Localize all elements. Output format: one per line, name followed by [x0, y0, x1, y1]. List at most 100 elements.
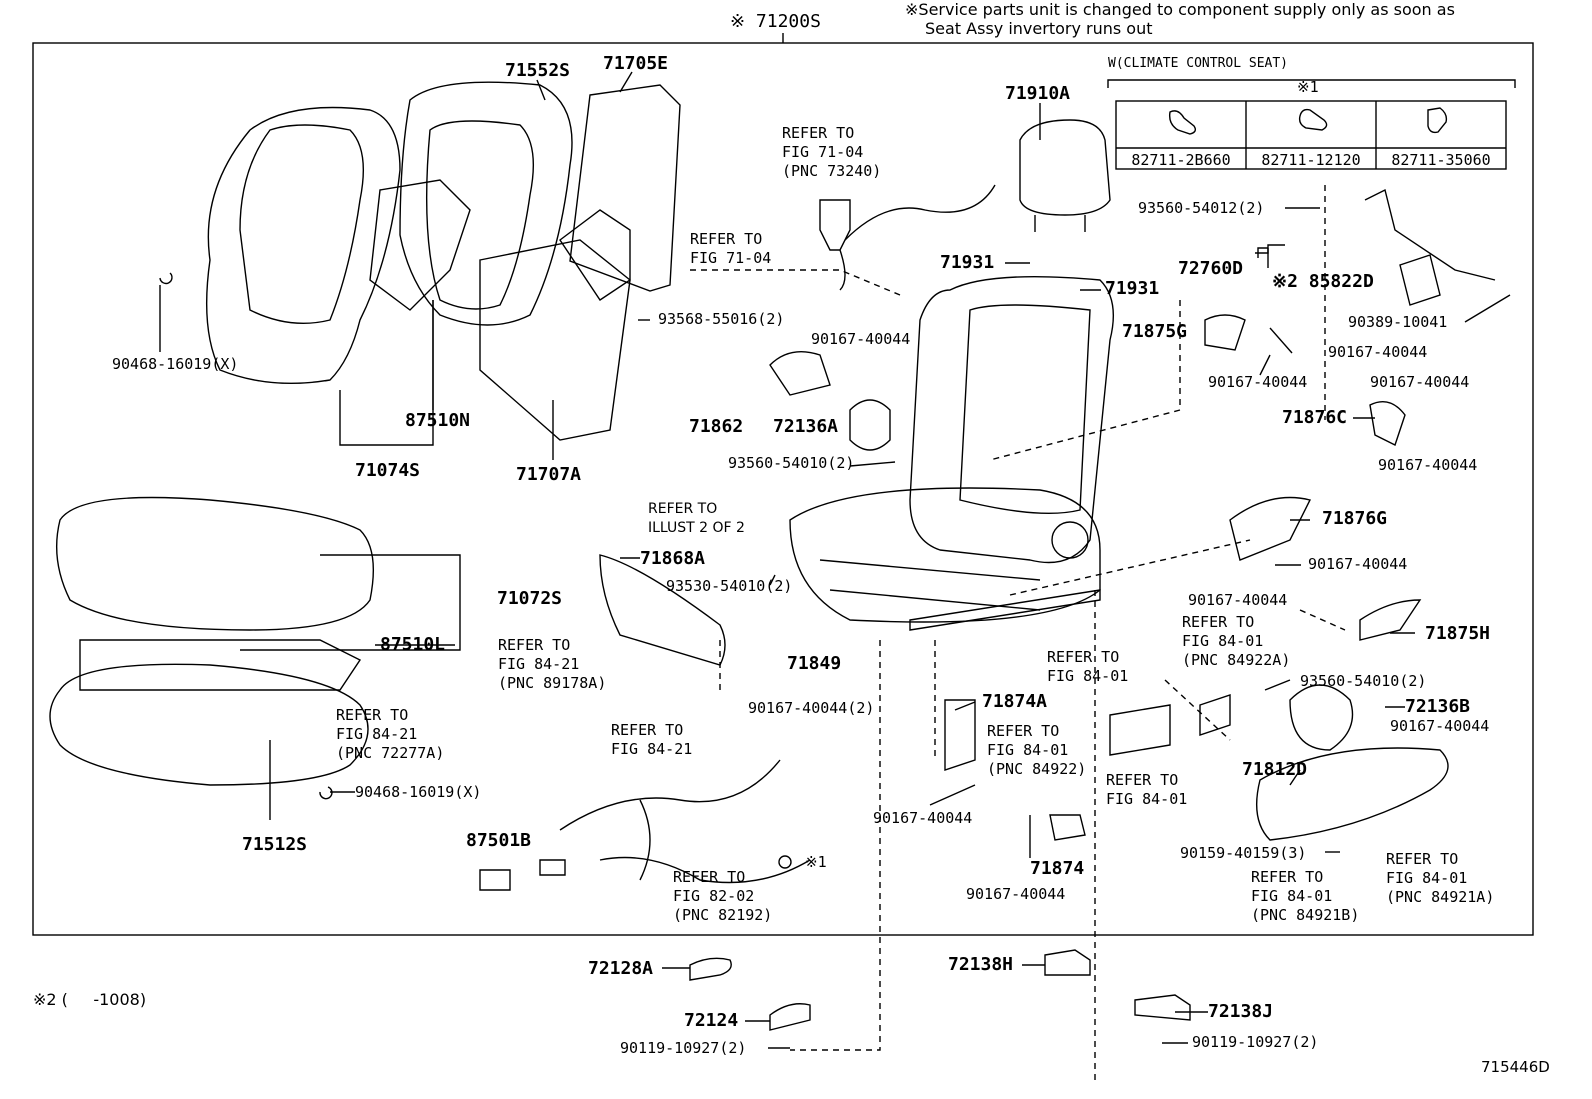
- part-90159-40159[interactable]: 90159-40159(3): [1180, 844, 1307, 862]
- part-71875H[interactable]: 71875H: [1425, 623, 1491, 644]
- part-90167-40044-g[interactable]: 90167-40044: [1188, 591, 1288, 609]
- part-71931-lower[interactable]: 71931: [1105, 278, 1160, 299]
- service-notice-line2: Seat Assy invertory runs out: [925, 19, 1153, 38]
- part-90167-40044-d[interactable]: 90167-40044: [1378, 456, 1478, 474]
- part-87501B: [479, 859, 566, 891]
- seat-frame-drawing: [789, 275, 1115, 631]
- refer-fig-84-21[interactable]: REFER TO FIG 84-21: [611, 721, 693, 758]
- part-90167-40044-c[interactable]: 90167-40044: [1370, 373, 1470, 391]
- part-93568-55016[interactable]: 93568-55016(2): [658, 310, 785, 328]
- part-71849[interactable]: 71849: [787, 653, 842, 674]
- part-72128A[interactable]: 72128A: [588, 958, 654, 979]
- part-71874[interactable]: 71874: [1030, 858, 1085, 879]
- bezel-72136A: [849, 399, 891, 451]
- service-notice-line1: ※Service parts unit is changed to compon…: [905, 0, 1455, 19]
- part-93530-54010[interactable]: 93530-54010(2): [666, 577, 793, 595]
- refer-fig-84-01-pnc84921a[interactable]: REFER TO FIG 84-01 (PNC 84921A): [1386, 850, 1495, 906]
- bracket-72760D: [1257, 247, 1269, 268]
- refer-fig-84-21-pnc72277a[interactable]: REFER TO FIG 84-21 (PNC 72277A): [336, 706, 445, 762]
- part-90389-10041[interactable]: 90389-10041: [1348, 313, 1448, 331]
- part-71875G[interactable]: 71875G: [1122, 321, 1188, 342]
- part-71074S[interactable]: 71074S: [355, 460, 421, 481]
- part-90167-40044-i[interactable]: 90167-40044: [1390, 717, 1490, 735]
- part-71862: [769, 351, 831, 396]
- lever-71812D: [1255, 747, 1449, 841]
- part-71552S[interactable]: 71552S: [505, 60, 571, 81]
- part-71875G: [1204, 314, 1246, 351]
- climate-table: [1107, 79, 1516, 170]
- part-71812D[interactable]: 71812D: [1242, 759, 1308, 780]
- part-93560-54010-b[interactable]: 93560-54010(2): [1300, 672, 1427, 690]
- part-87501B[interactable]: 87501B: [466, 830, 532, 851]
- part-71868A[interactable]: 71868A: [640, 548, 706, 569]
- part-85822D: [1399, 254, 1441, 306]
- part-72136B[interactable]: 72136B: [1405, 696, 1471, 717]
- part-90167-40044-j[interactable]: 90167-40044: [873, 809, 973, 827]
- refer-fig-84-01-pnc84922[interactable]: REFER TO FIG 84-01 (PNC 84922): [987, 722, 1087, 778]
- climate-part-3[interactable]: 82711-35060: [1391, 151, 1491, 169]
- refer-fig-84-01-b[interactable]: REFER TO FIG 84-01: [1106, 771, 1188, 808]
- refer-fig-71-04[interactable]: REFER TO FIG 71-04: [690, 230, 772, 267]
- figure-id: 715446D: [1481, 1058, 1550, 1076]
- assembly-number: ※ 71200S: [730, 11, 821, 32]
- part-72138H[interactable]: 72138H: [948, 954, 1014, 975]
- headrest-drawing: [1019, 119, 1111, 216]
- part-71707A[interactable]: 71707A: [516, 464, 582, 485]
- part-85822D[interactable]: ※2 85822D: [1272, 271, 1374, 292]
- side-cover-71868A: [599, 554, 726, 666]
- part-90468-16019-top[interactable]: 90468-16019(X): [112, 355, 239, 373]
- part-71862[interactable]: 71862: [689, 416, 744, 437]
- part-71705E[interactable]: 71705E: [603, 53, 669, 74]
- part-90167-40044-f[interactable]: 90167-40044: [1308, 555, 1408, 573]
- part-71931-upper[interactable]: 71931: [940, 252, 995, 273]
- part-71910A[interactable]: 71910A: [1005, 83, 1071, 104]
- part-71876C[interactable]: 71876C: [1282, 407, 1348, 428]
- part-71874: [1049, 814, 1086, 841]
- part-90119-10927-b[interactable]: 90119-10927(2): [1192, 1033, 1319, 1051]
- climate-mark: ※1: [1297, 78, 1319, 96]
- part-71072S[interactable]: 71072S: [497, 588, 563, 609]
- wire-harness: [559, 759, 811, 884]
- part-71876G: [1229, 496, 1312, 561]
- part-90167-40044-2[interactable]: 90167-40044(2): [748, 699, 875, 717]
- part-90119-10927-a[interactable]: 90119-10927(2): [620, 1039, 747, 1057]
- part-90468-16019-bottom[interactable]: 90468-16019(X): [355, 783, 482, 801]
- part-72138J[interactable]: 72138J: [1208, 1001, 1274, 1022]
- refer-fig-71-04-pnc[interactable]: REFER TO FIG 71-04 (PNC 73240): [782, 124, 882, 180]
- seat-cushion-drawing: [49, 496, 461, 820]
- part-90167-40044-e[interactable]: 90167-40044: [811, 330, 911, 348]
- part-90167-40044-a[interactable]: 90167-40044: [1328, 343, 1428, 361]
- seatback-cover-drawing: [205, 81, 681, 446]
- refer-fig-84-01-a[interactable]: REFER TO FIG 84-01: [1047, 648, 1129, 685]
- refer-fig-84-21-pnc89178a[interactable]: REFER TO FIG 84-21 (PNC 89178A): [498, 636, 607, 692]
- part-72138J: [1134, 994, 1191, 1021]
- part-87510L[interactable]: 87510L: [380, 634, 446, 655]
- part-71874A[interactable]: 71874A: [982, 691, 1048, 712]
- part-93560-54012[interactable]: 93560-54012(2): [1138, 199, 1265, 217]
- part-87510N[interactable]: 87510N: [405, 410, 471, 431]
- climate-title: W(CLIMATE CONTROL SEAT): [1108, 56, 1289, 71]
- refer-fig-84-01-pnc84922a[interactable]: REFER TO FIG 84-01 (PNC 84922A): [1182, 613, 1291, 669]
- part-71876G[interactable]: 71876G: [1322, 508, 1388, 529]
- footnote-2: ※2 ( -1008): [33, 990, 147, 1009]
- part-90167-40044-k[interactable]: 90167-40044: [966, 885, 1066, 903]
- switch-84922A: [1199, 694, 1231, 736]
- refer-fig-82-02[interactable]: REFER TO FIG 82-02 (PNC 82192): [673, 868, 773, 924]
- part-90167-40044-b[interactable]: 90167-40044: [1208, 373, 1308, 391]
- part-93560-54010-a[interactable]: 93560-54010(2): [728, 454, 855, 472]
- mark-1: ※1: [805, 853, 827, 871]
- bezel-72136B: [1289, 684, 1354, 751]
- part-72136A[interactable]: 72136A: [773, 416, 839, 437]
- climate-part-2[interactable]: 82711-12120: [1261, 151, 1361, 169]
- part-72128A: [689, 957, 732, 981]
- part-72760D-rod: [1364, 188, 1496, 281]
- refer-fig-84-01-pnc84921b[interactable]: REFER TO FIG 84-01 (PNC 84921B): [1251, 868, 1360, 924]
- refer-illust-2[interactable]: REFER TO ILLUST 2 OF 2: [648, 501, 745, 536]
- part-71512S[interactable]: 71512S: [242, 834, 308, 855]
- switch-bracket: [1109, 704, 1171, 756]
- part-71876C: [1369, 401, 1406, 446]
- part-72124[interactable]: 72124: [684, 1010, 739, 1031]
- climate-part-1[interactable]: 82711-2B660: [1131, 151, 1231, 169]
- part-72760D[interactable]: 72760D: [1178, 258, 1244, 279]
